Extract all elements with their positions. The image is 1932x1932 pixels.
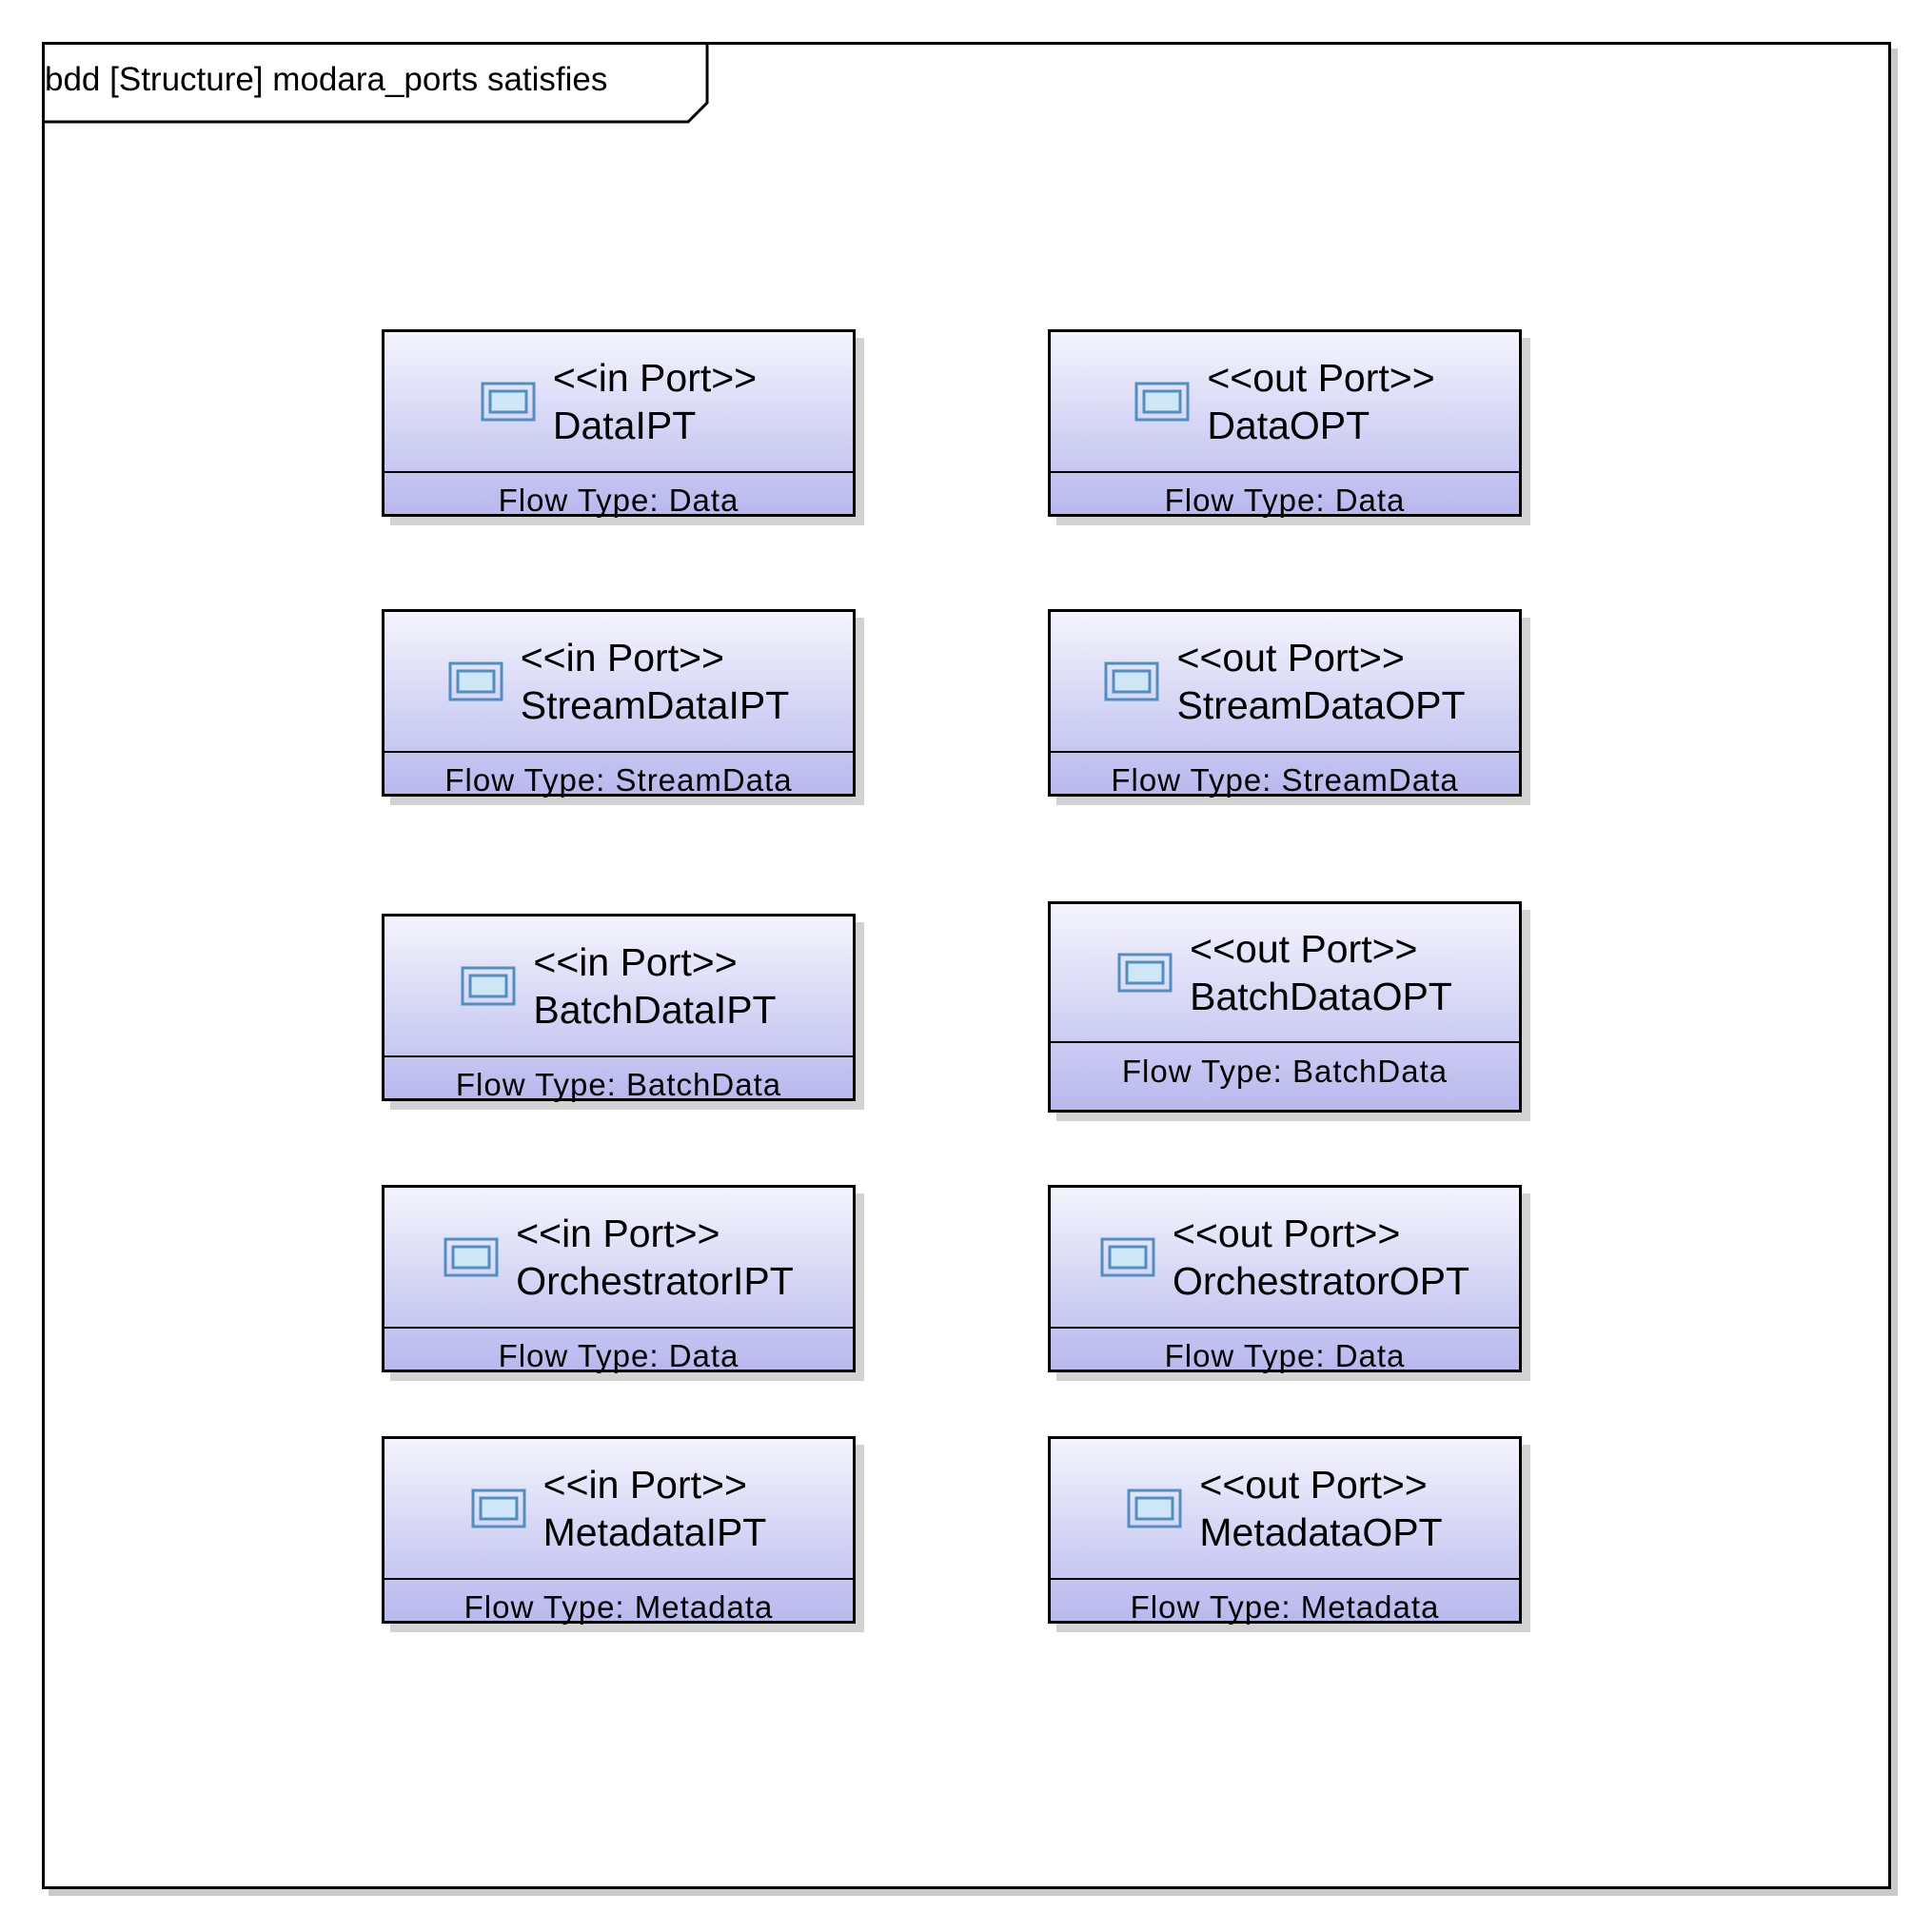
port-block-icon xyxy=(1104,661,1159,701)
diagram-frame xyxy=(42,42,1891,1889)
block-stereotype: <<out Port>> xyxy=(1172,1212,1401,1255)
frame-title-tab xyxy=(42,42,709,124)
block-stereotype: <<out Port>> xyxy=(1199,1463,1428,1507)
block-orchestratoropt[interactable]: <<out Port>> OrchestratorOPT Flow Type: … xyxy=(1048,1185,1522,1373)
block-metadataipt[interactable]: <<in Port>> MetadataIPT Flow Type: Metad… xyxy=(382,1436,856,1625)
port-block-icon xyxy=(1134,382,1190,422)
block-dataopt[interactable]: <<out Port>> DataOPT Flow Type: Data xyxy=(1048,329,1522,518)
port-block-icon xyxy=(481,382,536,422)
flow-type-compartment: Flow Type: Metadata xyxy=(463,1589,774,1625)
block-name: StreamDataOPT xyxy=(1176,683,1466,727)
port-block-icon xyxy=(448,661,503,701)
block-name: DataOPT xyxy=(1207,404,1370,447)
block-stereotype: <<in Port>> xyxy=(520,636,724,680)
flow-type-compartment: Flow Type: Data xyxy=(498,1338,739,1373)
block-stereotype: <<in Port>> xyxy=(542,1463,747,1507)
block-stereotype: <<out Port>> xyxy=(1190,927,1418,971)
block-dataipt[interactable]: <<in Port>> DataIPT Flow Type: Data xyxy=(382,329,856,518)
block-metadataopt[interactable]: <<out Port>> MetadataOPT Flow Type: Meta… xyxy=(1048,1436,1522,1625)
port-block-icon xyxy=(1100,1237,1155,1277)
flow-type-compartment: Flow Type: Data xyxy=(1164,483,1406,518)
block-name: MetadataOPT xyxy=(1199,1510,1443,1554)
block-name: OrchestratorOPT xyxy=(1172,1259,1470,1303)
block-name: MetadataIPT xyxy=(542,1510,767,1554)
block-stereotype: <<in Port>> xyxy=(552,356,758,400)
flow-type-compartment: Flow Type: StreamData xyxy=(444,762,793,798)
block-streamdataopt[interactable]: <<out Port>> StreamDataOPT Flow Type: St… xyxy=(1048,609,1522,798)
flow-type-compartment: Flow Type: BatchData xyxy=(1121,1054,1449,1089)
flow-type-compartment: Flow Type: StreamData xyxy=(1111,762,1459,798)
block-name: DataIPT xyxy=(552,404,697,447)
block-name: StreamDataIPT xyxy=(520,683,790,727)
block-stereotype: <<out Port>> xyxy=(1176,636,1405,680)
block-batchdataopt[interactable]: <<out Port>> BatchDataOPT Flow Type: Bat… xyxy=(1048,901,1522,1113)
port-block-icon xyxy=(1117,953,1173,993)
flow-type-compartment: Flow Type: BatchData xyxy=(455,1067,782,1102)
block-stereotype: <<out Port>> xyxy=(1207,356,1435,400)
port-block-icon xyxy=(461,966,516,1006)
block-stereotype: <<in Port>> xyxy=(516,1212,720,1255)
port-block-icon xyxy=(1127,1488,1182,1528)
port-block-icon xyxy=(444,1237,499,1277)
block-streamdataipt[interactable]: <<in Port>> StreamDataIPT Flow Type: Str… xyxy=(382,609,856,798)
block-batchdataipt[interactable]: <<in Port>> BatchDataIPT Flow Type: Batc… xyxy=(382,914,856,1102)
block-name: OrchestratorIPT xyxy=(516,1259,794,1303)
flow-type-compartment: Flow Type: Data xyxy=(1164,1338,1406,1373)
block-orchestratoript[interactable]: <<in Port>> OrchestratorIPT Flow Type: D… xyxy=(382,1185,856,1373)
flow-type-compartment: Flow Type: Metadata xyxy=(1130,1589,1440,1625)
flow-type-compartment: Flow Type: Data xyxy=(498,483,739,518)
block-name: BatchDataIPT xyxy=(533,988,777,1032)
block-name: BatchDataOPT xyxy=(1190,975,1452,1018)
frame-title: bdd [Structure] modara_ports satisfies xyxy=(45,61,608,98)
port-block-icon xyxy=(471,1488,526,1528)
block-stereotype: <<in Port>> xyxy=(533,940,738,984)
